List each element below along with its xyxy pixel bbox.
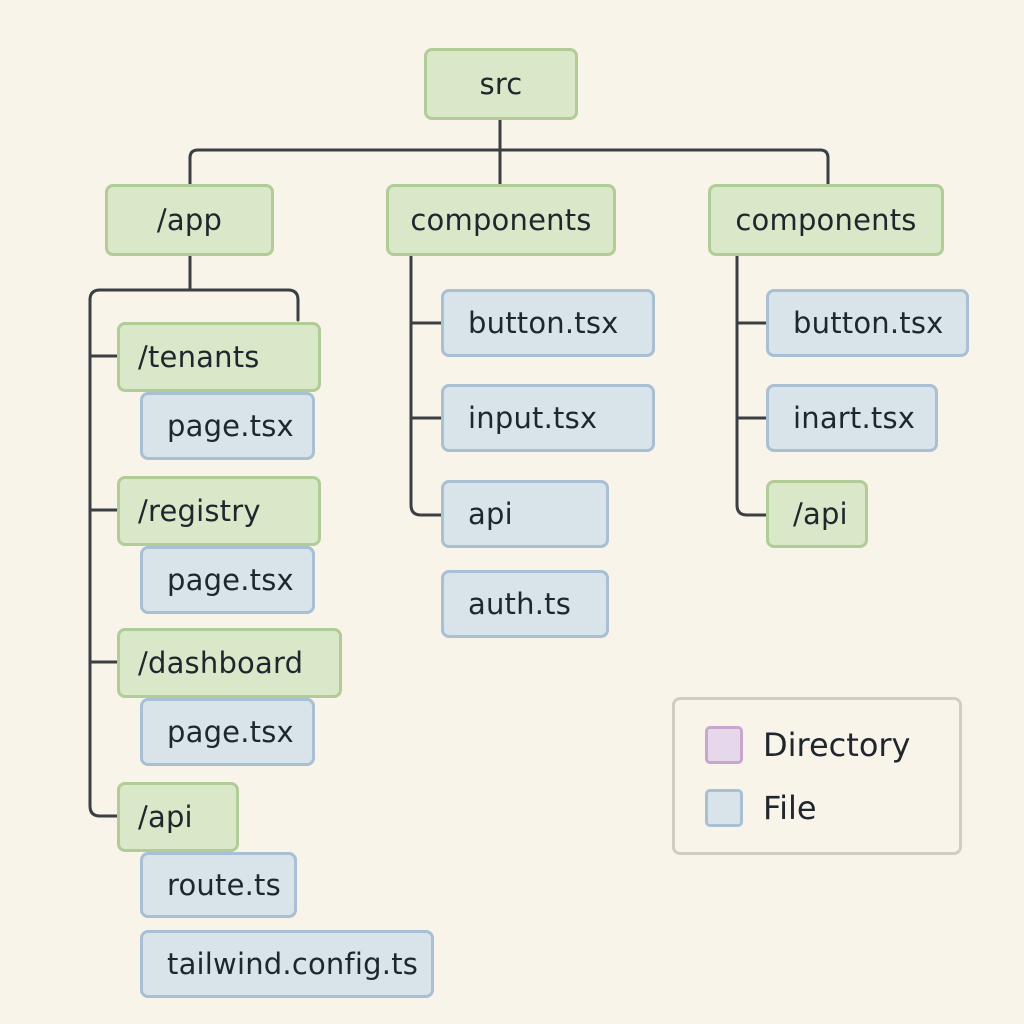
legend-row-directory: Directory	[705, 726, 910, 764]
file-tailwind-config[interactable]: tailwind.config.ts	[140, 930, 434, 998]
legend-directory-swatch	[705, 726, 743, 764]
connector-app-bar	[88, 288, 300, 322]
dir-src[interactable]: src	[424, 48, 578, 120]
legend-file-label: File	[763, 789, 817, 827]
connector-comp2-trunk	[735, 254, 768, 517]
file-route[interactable]: route.ts	[140, 852, 297, 918]
file-inart[interactable]: inart.tsx	[766, 384, 938, 452]
file-button-2[interactable]: button.tsx	[766, 289, 969, 357]
connector-app-trunk	[88, 298, 120, 818]
dir-api-2[interactable]: /api	[766, 480, 868, 548]
legend-file-swatch	[705, 789, 743, 827]
dir-dashboard[interactable]: /dashboard	[117, 628, 342, 698]
file-button[interactable]: button.tsx	[441, 289, 655, 357]
dir-api[interactable]: /api	[117, 782, 239, 852]
legend: Directory File	[672, 697, 962, 855]
file-dashboard-page[interactable]: page.tsx	[140, 698, 315, 766]
dir-app[interactable]: /app	[105, 184, 274, 256]
connector-root-bar	[188, 148, 830, 186]
legend-row-file: File	[705, 789, 817, 827]
file-input[interactable]: input.tsx	[441, 384, 655, 452]
file-tenants-page[interactable]: page.tsx	[140, 392, 315, 460]
file-api[interactable]: api	[441, 480, 609, 548]
dir-registry[interactable]: /registry	[117, 476, 321, 546]
dir-components-2[interactable]: components	[708, 184, 944, 256]
connector-comp1-trunk	[409, 254, 443, 517]
legend-directory-label: Directory	[763, 726, 911, 764]
dir-tenants[interactable]: /tenants	[117, 322, 321, 392]
file-registry-page[interactable]: page.tsx	[140, 546, 315, 614]
dir-components[interactable]: components	[386, 184, 616, 256]
file-auth[interactable]: auth.ts	[441, 570, 609, 638]
